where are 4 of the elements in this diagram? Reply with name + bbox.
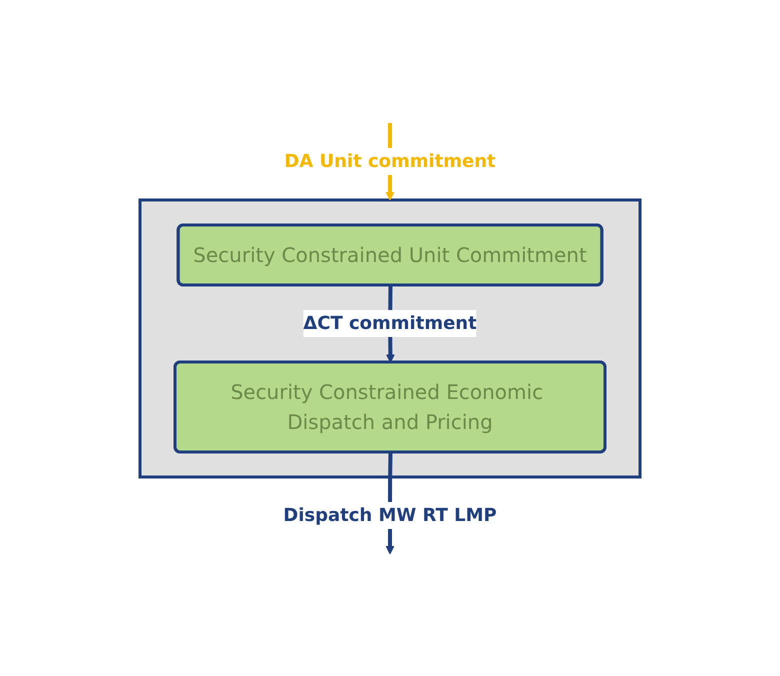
cluster [138, 198, 642, 478]
edge-label: Dispatch MW RT LMP [283, 504, 497, 526]
edge-label: DA Unit commitment [284, 150, 496, 172]
edge-label: ΔCT commitment [303, 312, 477, 334]
